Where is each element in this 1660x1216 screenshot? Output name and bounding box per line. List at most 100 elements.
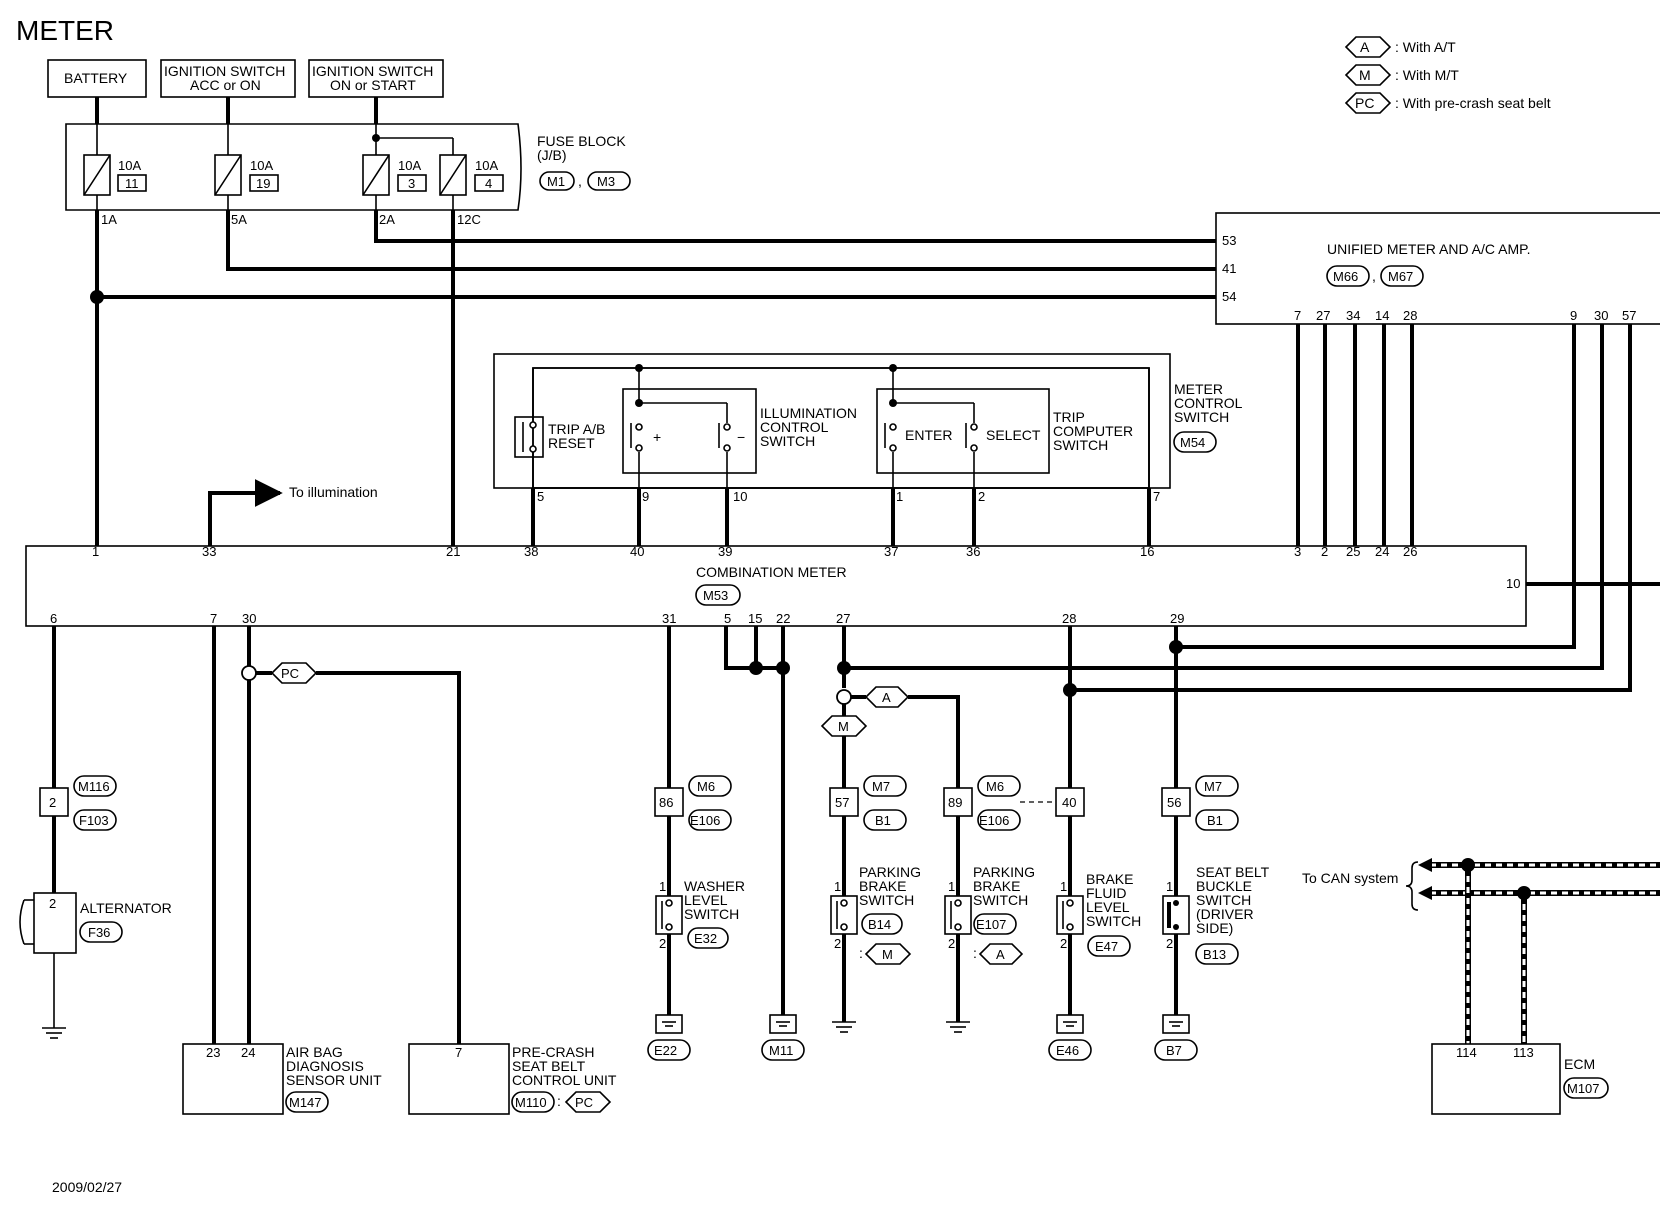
svg-text:BRAKE: BRAKE — [973, 878, 1020, 894]
svg-text:3: 3 — [408, 176, 415, 191]
svg-text:M6: M6 — [697, 779, 715, 794]
svg-text:27: 27 — [836, 611, 850, 626]
ground-e22: E22 — [647, 1014, 691, 1061]
svg-text:53: 53 — [1222, 233, 1236, 248]
pre-crash-conn: M110 — [515, 1095, 547, 1110]
trip-reset-switch: TRIP A/B RESET — [514, 368, 605, 488]
svg-text:E22: E22 — [654, 1043, 677, 1058]
svg-text:38: 38 — [524, 544, 538, 559]
svg-text:PRE-CRASH: PRE-CRASH — [512, 1044, 594, 1060]
svg-text:WASHER: WASHER — [684, 878, 745, 894]
svg-text:41: 41 — [1222, 261, 1236, 276]
svg-text:57: 57 — [835, 795, 849, 810]
svg-text:SWITCH: SWITCH — [684, 906, 739, 922]
svg-text:7: 7 — [210, 611, 217, 626]
svg-text:22: 22 — [776, 611, 790, 626]
diagram-title: METER — [16, 15, 114, 46]
pre-crash-seat-belt-control-unit: 7 PRE-CRASH SEAT BELT CONTROL UNIT M110 … — [408, 1043, 617, 1115]
svg-text:SENSOR UNIT: SENSOR UNIT — [286, 1072, 382, 1088]
svg-text:10: 10 — [733, 489, 747, 504]
svg-text:1: 1 — [1060, 879, 1067, 894]
svg-text:CONTROL: CONTROL — [1174, 395, 1243, 411]
svg-text:11: 11 — [125, 176, 139, 191]
svg-text:56: 56 — [1167, 795, 1181, 810]
svg-text:24: 24 — [241, 1045, 255, 1060]
svg-text:LEVEL: LEVEL — [684, 892, 728, 908]
svg-text:E106: E106 — [979, 813, 1009, 828]
svg-text:2: 2 — [659, 936, 666, 951]
legend-code-pc: PC — [1355, 95, 1374, 111]
svg-text::: : — [973, 945, 977, 961]
harness-connector-40: 40 — [1055, 787, 1085, 817]
diagram-date: 2009/02/27 — [52, 1179, 122, 1195]
svg-text:SWITCH: SWITCH — [973, 892, 1028, 908]
svg-text:1: 1 — [92, 544, 99, 559]
svg-text:SWITCH: SWITCH — [859, 892, 914, 908]
svg-text:SWITCH: SWITCH — [1196, 892, 1251, 908]
ecm: 114 113 ECM M107 — [1431, 1043, 1609, 1115]
svg-text:PARKING: PARKING — [973, 864, 1035, 880]
svg-text:M: M — [882, 947, 893, 962]
svg-text:24: 24 — [1375, 544, 1389, 559]
svg-text:10: 10 — [1506, 576, 1520, 591]
svg-text:10A: 10A — [118, 158, 141, 173]
meter-control-switch: METER CONTROL SWITCH M54 TRIP A/B RESET — [493, 353, 1243, 504]
parking-brake-mt-conn: B14 — [868, 917, 891, 932]
svg-text:SEAT BELT: SEAT BELT — [512, 1058, 586, 1074]
svg-text::: : — [557, 1093, 561, 1109]
ground-m11: M11 — [761, 1014, 805, 1061]
svg-text:M7: M7 — [1204, 779, 1222, 794]
svg-text:To illumination: To illumination — [289, 484, 378, 500]
svg-text:28: 28 — [1062, 611, 1076, 626]
svg-text:M116: M116 — [78, 779, 110, 794]
svg-text:METER: METER — [1174, 381, 1223, 397]
meter-switch-conn: M54 — [1180, 435, 1205, 450]
svg-text:54: 54 — [1222, 289, 1236, 304]
brake-fluid-level-switch: 1 2 BRAKE FLUID LEVEL SWITCH E47 — [1056, 871, 1141, 957]
fuse-block-conn-m3: M3 — [597, 174, 615, 189]
parking-brake-switch-mt: 1 2 PARKING BRAKE SWITCH B14 : M — [830, 864, 921, 965]
svg-text:39: 39 — [718, 544, 732, 559]
legend: A : With A/T M : With M/T PC : With pre-… — [1344, 36, 1551, 114]
svg-text:10A: 10A — [475, 158, 498, 173]
svg-text:10A: 10A — [398, 158, 421, 173]
svg-text:BUCKLE: BUCKLE — [1196, 878, 1252, 894]
brake-fluid-conn: E47 — [1095, 939, 1118, 954]
svg-text:RESET: RESET — [548, 435, 595, 451]
harness-connector-m6-washer: 86 M6 E106 — [654, 775, 732, 831]
unified-amp-name: UNIFIED METER AND A/C AMP. — [1327, 241, 1531, 257]
legend-text-a: : With A/T — [1395, 39, 1456, 55]
svg-text:28: 28 — [1403, 308, 1417, 323]
svg-text:1: 1 — [1166, 879, 1173, 894]
legend-text-pc: : With pre-crash seat belt — [1395, 95, 1551, 111]
svg-text:AIR BAG: AIR BAG — [286, 1044, 343, 1060]
svg-text:,: , — [578, 173, 582, 189]
fuse-pin-12c: 12C — [457, 212, 481, 227]
svg-text:A: A — [882, 690, 891, 705]
fuse-pin-1a: 1A — [101, 212, 117, 227]
svg-text:2: 2 — [49, 795, 56, 810]
fuse-3: 10A 3 — [362, 154, 427, 196]
svg-text:PC: PC — [281, 666, 299, 681]
svg-text:3: 3 — [1294, 544, 1301, 559]
svg-text:M: M — [838, 719, 849, 734]
fuse-block-name: FUSE BLOCK — [537, 133, 626, 149]
svg-text:BRAKE: BRAKE — [859, 878, 906, 894]
svg-text:TRIP A/B: TRIP A/B — [548, 421, 605, 437]
svg-text:ENTER: ENTER — [905, 427, 952, 443]
svg-text:To CAN system: To CAN system — [1302, 870, 1398, 886]
svg-text:PC: PC — [575, 1095, 593, 1110]
svg-text:30: 30 — [1594, 308, 1608, 323]
parking-brake-switch-at: 1 2 PARKING BRAKE SWITCH E107 : A — [944, 864, 1035, 965]
washer-switch-conn: E32 — [694, 931, 717, 946]
alternator: 2 ALTERNATOR F36 — [19, 892, 172, 1039]
ecm-name: ECM — [1564, 1056, 1595, 1072]
svg-text:30: 30 — [242, 611, 256, 626]
air-bag-diagnosis-sensor-unit: 23 24 AIR BAG DIAGNOSIS SENSOR UNIT M147 — [182, 1043, 382, 1115]
legend-text-m: : With M/T — [1395, 67, 1459, 83]
svg-text:A: A — [996, 947, 1005, 962]
svg-text:4: 4 — [485, 176, 492, 191]
svg-text:BRAKE: BRAKE — [1086, 871, 1133, 887]
seat-belt-buckle-switch: 1 2 SEAT BELT BUCKLE SWITCH (DRIVER SIDE… — [1162, 864, 1270, 965]
svg-text:TRIP: TRIP — [1053, 409, 1085, 425]
